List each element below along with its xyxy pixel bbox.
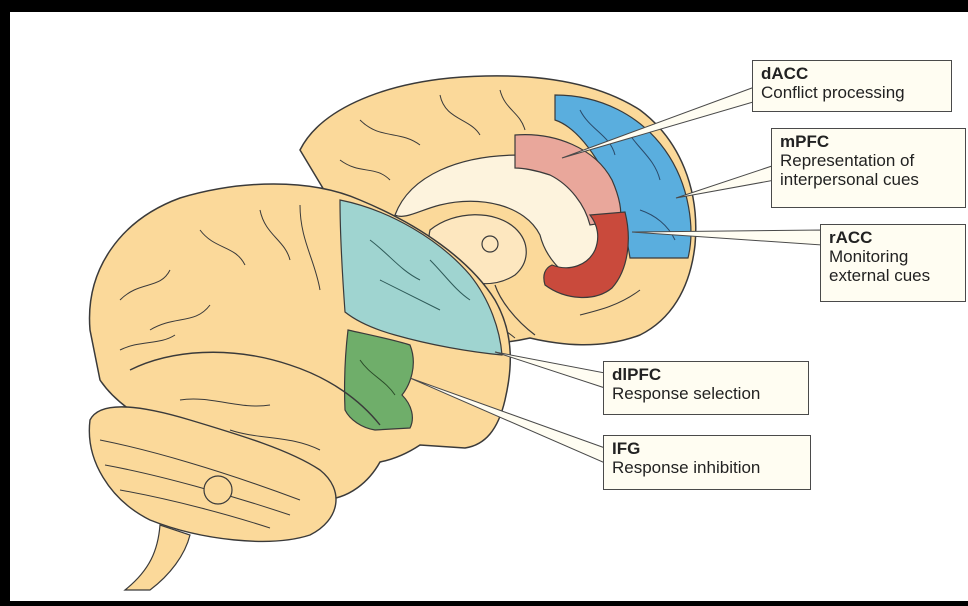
label-racc-desc: Monitoring external cues — [829, 247, 957, 285]
label-ifg-title: IFG — [612, 439, 802, 458]
pons — [204, 476, 232, 504]
label-dlpfc-desc: Response selection — [612, 384, 800, 403]
label-mpfc-desc: Representation of interpersonal cues — [780, 151, 957, 189]
label-dacc: dACC Conflict processing — [752, 60, 952, 112]
label-dacc-title: dACC — [761, 64, 943, 83]
label-mpfc-title: mPFC — [780, 132, 957, 151]
label-ifg-desc: Response inhibition — [612, 458, 802, 477]
label-ifg: IFG Response inhibition — [603, 435, 811, 490]
label-dlpfc-title: dlPFC — [612, 365, 800, 384]
label-racc: rACC Monitoring external cues — [820, 224, 966, 302]
ifg-region — [345, 330, 414, 430]
label-mpfc: mPFC Representation of interpersonal cue… — [771, 128, 966, 208]
label-dacc-desc: Conflict processing — [761, 83, 943, 102]
label-dlpfc: dlPFC Response selection — [603, 361, 809, 415]
label-racc-title: rACC — [829, 228, 957, 247]
